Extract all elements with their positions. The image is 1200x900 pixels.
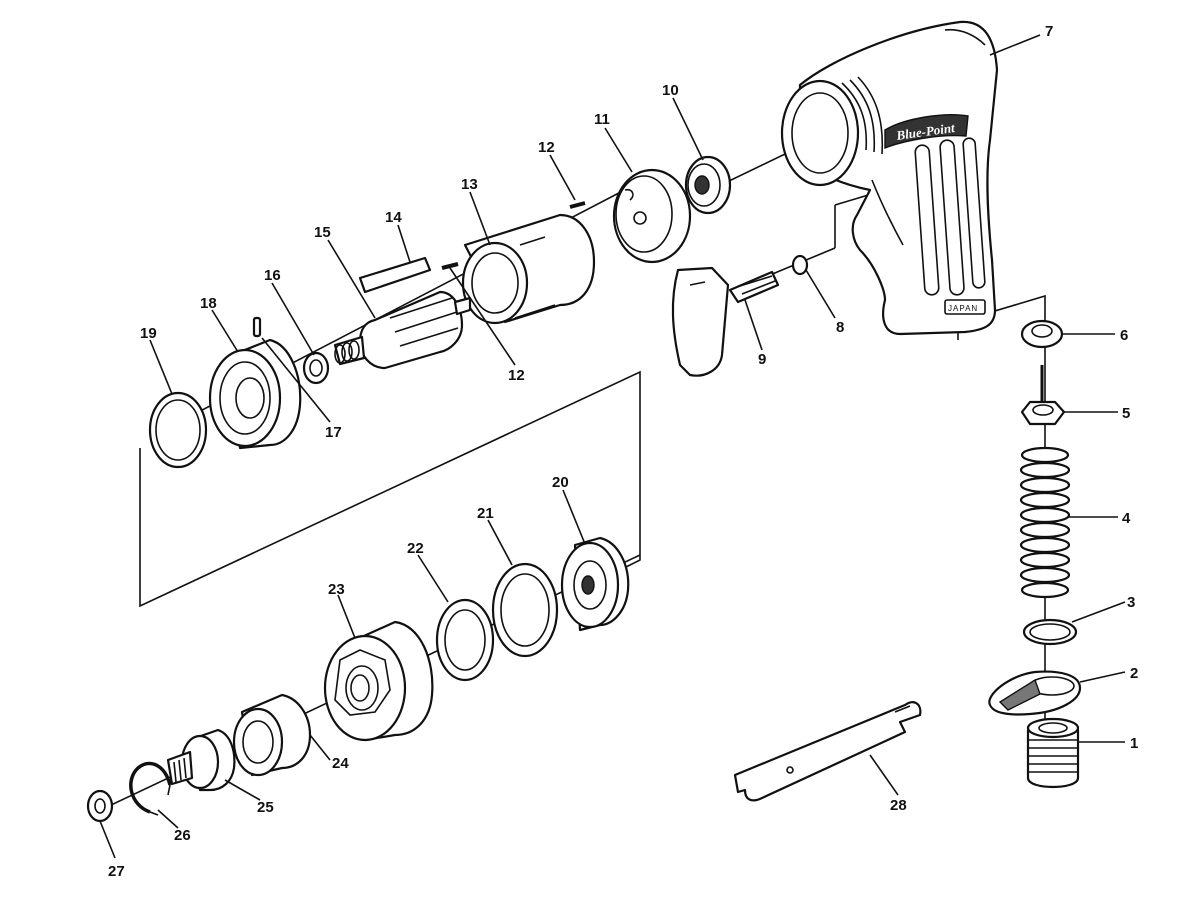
cylinder (461, 213, 596, 325)
callout-labels: 1 2 3 4 5 6 7 8 9 10 11 12 12 13 14 15 1… (108, 23, 1138, 880)
valve-stem (1020, 365, 1066, 426)
callout-23: 23 (328, 581, 345, 598)
shim-22 (435, 598, 495, 682)
washer-27 (86, 789, 114, 823)
callout-1: 1 (1130, 735, 1138, 752)
pin-17 (252, 316, 262, 338)
washer-16 (302, 351, 330, 385)
callout-10: 10 (662, 82, 679, 99)
dowel-pin-lower (441, 262, 459, 270)
housing: Blue-Point JAPAN (780, 20, 999, 336)
o-ring-19 (148, 391, 208, 469)
bushing-6 (1020, 319, 1064, 349)
callout-4: 4 (1122, 510, 1131, 527)
front-housing-nut (323, 620, 434, 742)
callout-11: 11 (594, 111, 610, 128)
bearing-front (560, 536, 630, 632)
callout-28: 28 (890, 797, 907, 814)
shim-21 (491, 562, 559, 658)
rotor (333, 290, 472, 370)
air-inlet-fitting (1026, 717, 1080, 788)
callout-21: 21 (477, 505, 494, 522)
callout-8: 8 (836, 319, 844, 336)
rotor-vane (358, 256, 432, 294)
callout-14: 14 (385, 209, 402, 226)
origin-stamp: JAPAN (948, 304, 978, 313)
callout-7: 7 (1045, 23, 1053, 40)
callout-15: 15 (314, 224, 331, 241)
bearing-rear (684, 155, 732, 215)
callout-19: 19 (140, 325, 157, 342)
callout-24: 24 (332, 755, 349, 772)
dowel-pin-top (569, 201, 586, 209)
callout-12-top: 12 (538, 139, 555, 156)
end-plate-rear (612, 168, 692, 264)
callout-9: 9 (758, 351, 766, 368)
callout-22: 22 (407, 540, 424, 557)
front-end-plate (208, 338, 302, 450)
callout-3: 3 (1127, 594, 1135, 611)
callout-17: 17 (325, 424, 342, 441)
callout-16: 16 (264, 267, 281, 284)
o-ring-3 (1022, 618, 1078, 646)
o-ring-8 (791, 254, 809, 276)
callout-25: 25 (257, 799, 274, 816)
callout-2: 2 (1130, 665, 1138, 682)
trigger-lever (671, 266, 780, 377)
callout-13: 13 (461, 176, 478, 193)
callout-27: 27 (108, 863, 125, 880)
spindle-chuck (166, 728, 236, 792)
snap-ring (129, 761, 172, 816)
callout-5: 5 (1122, 405, 1130, 422)
callout-26: 26 (174, 827, 191, 844)
spanner-wrench (733, 701, 922, 802)
inlet-screen (988, 670, 1082, 716)
leader-lines (99, 34, 1126, 859)
valve-spring (1019, 446, 1071, 599)
callout-12-lower: 12 (508, 367, 525, 384)
callout-18: 18 (200, 295, 217, 312)
collet-nut (232, 693, 312, 777)
callout-6: 6 (1120, 327, 1128, 344)
callout-20: 20 (552, 474, 569, 491)
